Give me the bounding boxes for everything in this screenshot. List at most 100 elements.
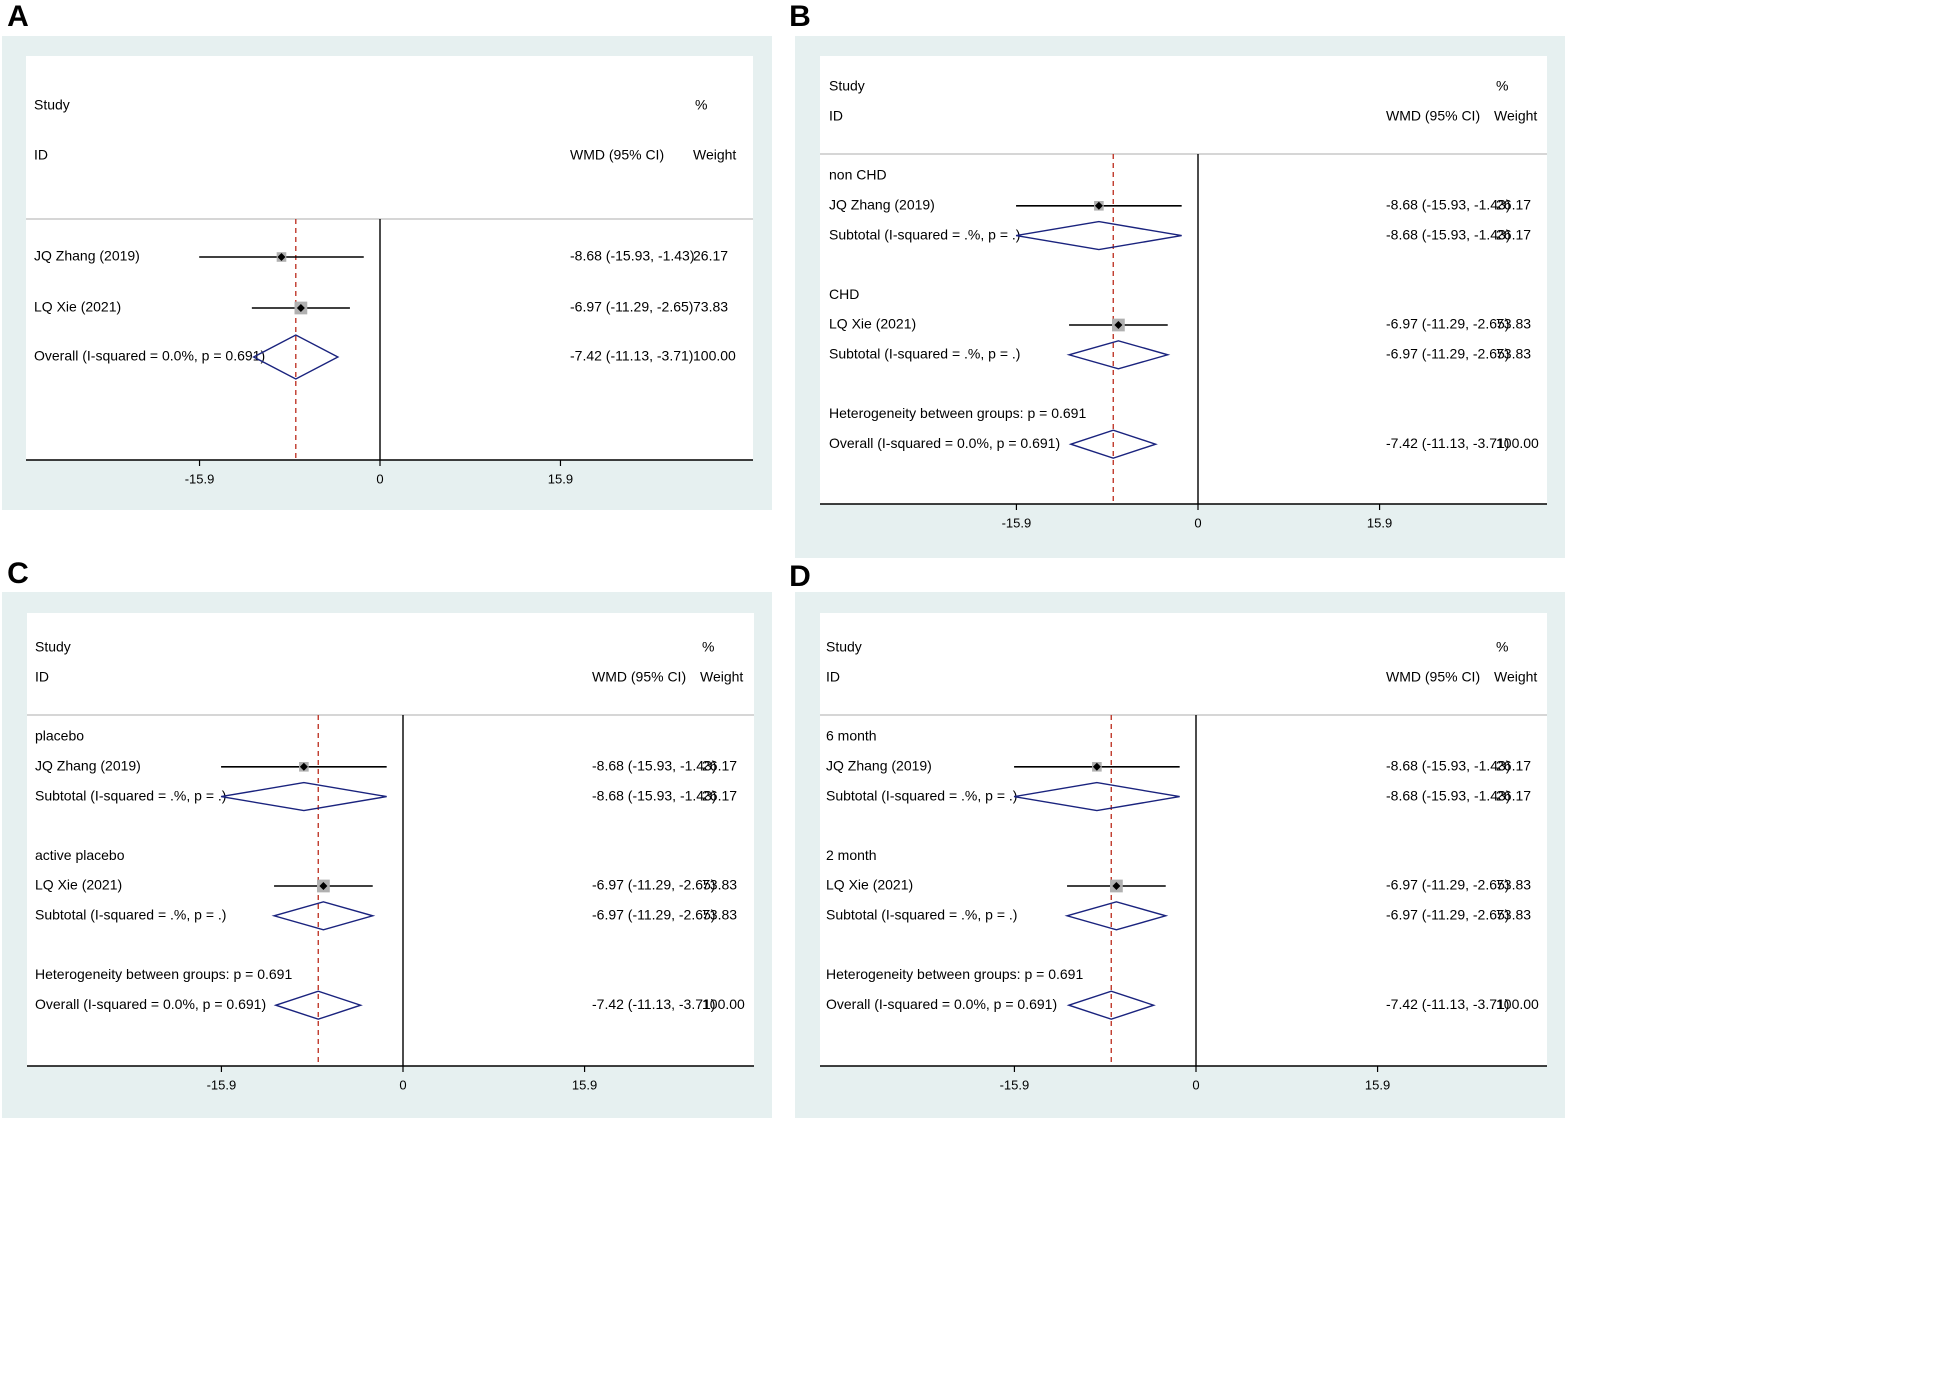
subtotal-diamond (271, 901, 376, 931)
row-label: JQ Zhang (2019) (829, 197, 935, 213)
header-id: ID (826, 669, 840, 685)
plot-area (820, 56, 1547, 504)
weight-text: 26.17 (1496, 226, 1531, 242)
plot-area (820, 613, 1547, 1066)
row-label: Subtotal (I-squared = .%, p = .) (826, 787, 1017, 803)
overall-diamond (273, 990, 363, 1020)
row-label: Subtotal (I-squared = .%, p = .) (35, 907, 226, 923)
row-label: LQ Xie (2021) (829, 316, 916, 332)
subtotal-diamond (220, 781, 387, 812)
point-estimate (296, 304, 305, 312)
group-label: Heterogeneity between groups: p = 0.691 (829, 405, 1086, 421)
subtotal-diamond (1066, 340, 1171, 370)
group-label: placebo (35, 728, 84, 744)
header-weight: Weight (700, 669, 743, 685)
effect-ci-text: -8.68 (-15.93, -1.43) (1386, 758, 1511, 774)
row-label: JQ Zhang (2019) (34, 248, 140, 264)
row-label: JQ Zhang (2019) (35, 758, 141, 774)
header-effect: WMD (95% CI) (592, 669, 686, 685)
header-study: Study (35, 639, 71, 655)
header-id: ID (34, 147, 48, 163)
subtotal-diamond (1013, 781, 1180, 812)
row-label: Overall (I-squared = 0.0%, p = 0.691) (35, 996, 266, 1012)
point-estimate (319, 882, 328, 890)
effect-ci-text: -6.97 (-11.29, -2.65) (592, 907, 715, 923)
header-effect: WMD (95% CI) (570, 147, 664, 163)
weight-text: 73.83 (1496, 346, 1531, 362)
subtotal-diamond (1064, 901, 1169, 931)
x-tick-label: 0 (399, 1077, 406, 1092)
header-weight-percent: % (1496, 639, 1508, 655)
x-tick-label: 0 (376, 471, 383, 486)
header-weight: Weight (1494, 108, 1537, 124)
effect-ci-text: -8.68 (-15.93, -1.43) (592, 758, 717, 774)
weight-text: 26.17 (693, 248, 728, 264)
row-label: LQ Xie (2021) (35, 877, 122, 893)
header-effect: WMD (95% CI) (1386, 669, 1480, 685)
x-tick-label: -15.9 (207, 1077, 237, 1092)
header-effect: WMD (95% CI) (1386, 108, 1480, 124)
effect-ci-text: -8.68 (-15.93, -1.43) (570, 248, 695, 264)
plot-area (26, 56, 753, 460)
row-label: Subtotal (I-squared = .%, p = .) (829, 346, 1020, 362)
row-label: Overall (I-squared = 0.0%, p = 0.691) (829, 435, 1060, 451)
group-label: active placebo (35, 847, 125, 863)
effect-ci-text: -7.42 (-11.13, -3.71) (592, 996, 715, 1012)
header-study: Study (34, 97, 70, 113)
weight-text: 26.17 (1496, 197, 1531, 213)
header-id: ID (35, 669, 49, 685)
weight-text: 26.17 (1496, 787, 1531, 803)
panel-label: A (7, 0, 29, 33)
header-weight-percent: % (1496, 78, 1508, 94)
weight-text: 73.83 (702, 907, 737, 923)
weight-text: 73.83 (693, 299, 728, 315)
effect-ci-text: -6.97 (-11.29, -2.65) (1386, 346, 1509, 362)
overall-diamond (1066, 990, 1156, 1020)
effect-ci-text: -7.42 (-11.13, -3.71) (1386, 996, 1509, 1012)
x-tick-label: 15.9 (1367, 515, 1392, 530)
effect-ci-text: -8.68 (-15.93, -1.43) (592, 787, 717, 803)
header-weight: Weight (1494, 669, 1537, 685)
x-tick-label: 15.9 (572, 1077, 597, 1092)
x-tick-label: 15.9 (548, 471, 573, 486)
point-estimate (1092, 762, 1101, 771)
overall-diamond (252, 334, 340, 380)
effect-ci-text: -6.97 (-11.29, -2.65) (1386, 877, 1509, 893)
effect-ci-text: -7.42 (-11.13, -3.71) (570, 348, 693, 364)
header-id: ID (829, 108, 843, 124)
panel-label: D (789, 560, 811, 593)
effect-ci-text: -8.68 (-15.93, -1.43) (1386, 197, 1511, 213)
subtotal-diamond (1015, 220, 1182, 251)
weight-text: 73.83 (1496, 907, 1531, 923)
effect-ci-text: -6.97 (-11.29, -2.65) (592, 877, 715, 893)
x-tick-label: -15.9 (185, 471, 215, 486)
weight-text: 73.83 (1496, 316, 1531, 332)
effect-ci-text: -7.42 (-11.13, -3.71) (1386, 435, 1509, 451)
row-label: Overall (I-squared = 0.0%, p = 0.691) (826, 996, 1057, 1012)
point-estimate (1112, 882, 1121, 890)
weight-text: 26.17 (1496, 758, 1531, 774)
group-label: 6 month (826, 728, 877, 744)
row-label: Overall (I-squared = 0.0%, p = 0.691) (34, 348, 265, 364)
x-tick-label: 0 (1192, 1077, 1199, 1092)
group-label: Heterogeneity between groups: p = 0.691 (35, 966, 292, 982)
effect-ci-text: -6.97 (-11.29, -2.65) (1386, 316, 1509, 332)
x-tick-label: -15.9 (1002, 515, 1032, 530)
effect-ci-text: -6.97 (-11.29, -2.65) (570, 299, 693, 315)
row-label: Subtotal (I-squared = .%, p = .) (826, 907, 1017, 923)
group-label: non CHD (829, 167, 887, 183)
effect-ci-text: -6.97 (-11.29, -2.65) (1386, 907, 1509, 923)
weight-text: 100.00 (693, 348, 736, 364)
header-study: Study (829, 78, 865, 94)
group-label: CHD (829, 286, 859, 302)
panel-label: C (7, 557, 29, 590)
header-weight-percent: % (695, 97, 707, 113)
x-tick-label: 0 (1194, 515, 1201, 530)
plot-area (27, 613, 754, 1066)
x-tick-label: 15.9 (1365, 1077, 1390, 1092)
effect-ci-text: -8.68 (-15.93, -1.43) (1386, 787, 1511, 803)
